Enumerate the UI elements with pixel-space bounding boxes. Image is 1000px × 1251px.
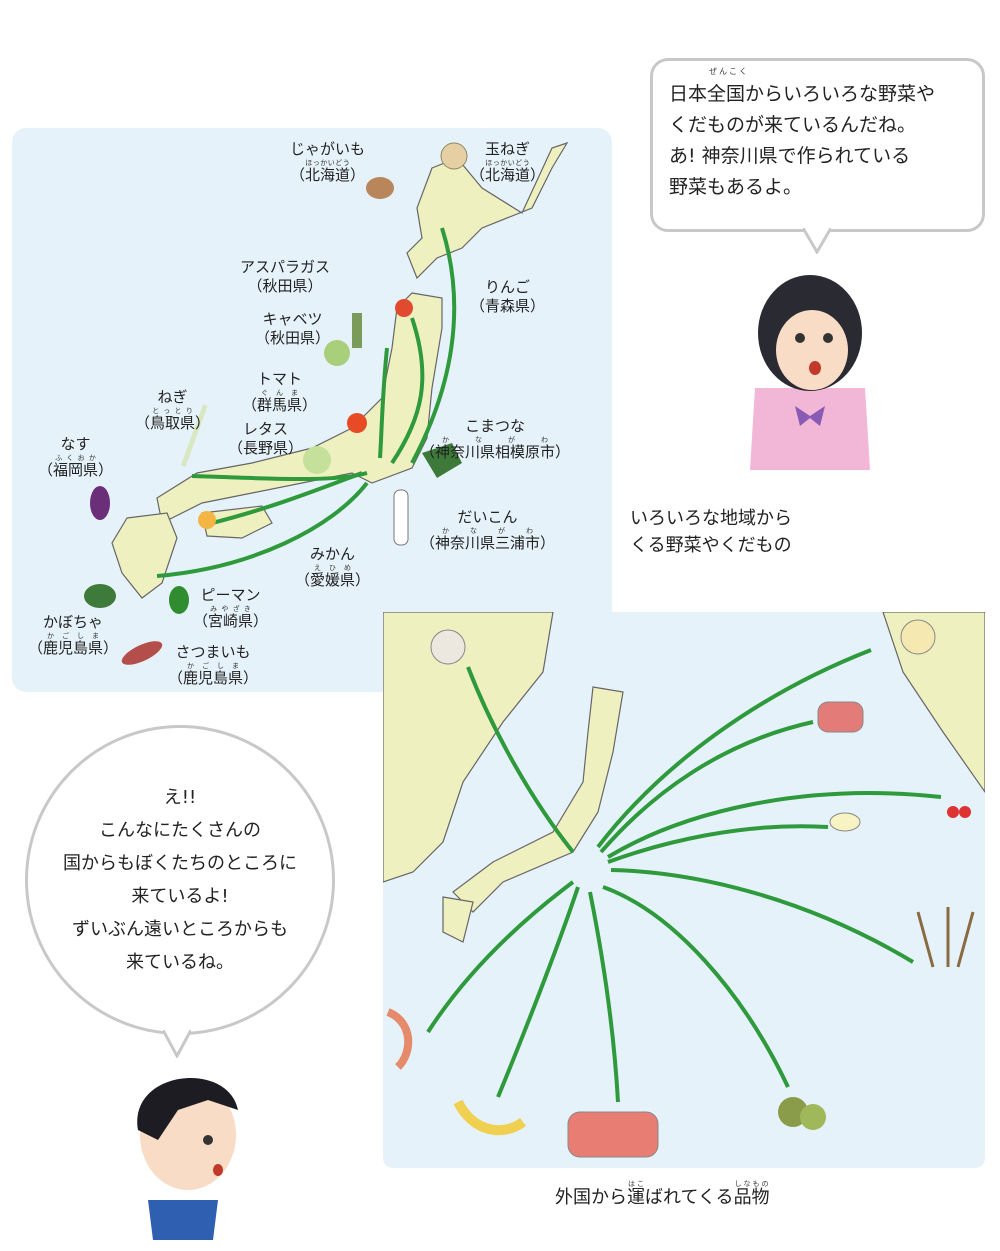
produce-prefecture: （群馬県ぐんま） xyxy=(242,388,318,414)
caption-text: 外国から xyxy=(555,1187,627,1208)
boy-speech-line-4: 来ているよ! xyxy=(131,886,229,907)
produce-name: かぼちゃ xyxy=(43,613,104,631)
boy-speech-line-1: え!! xyxy=(163,787,197,808)
foreign-caption: 外国から運はこばれてくる品物しなもの xyxy=(555,1180,770,1211)
boy-speech-line-5: ずいぶん遠いところからも xyxy=(72,919,288,940)
boy-speech-bubble: え!! こんなにたくさんの 国からもぼくたちのところに 来ているよ! ずいぶん遠… xyxy=(25,725,335,1035)
foreign-import-map xyxy=(383,612,985,1168)
boy-character xyxy=(137,1077,238,1240)
produce-label: ねぎ（鳥取県とっとり） xyxy=(135,388,210,433)
produce-prefecture: （宮崎県みやざき） xyxy=(193,604,269,630)
caption-text: 運 xyxy=(627,1187,645,1208)
produce-prefecture: （神奈川県相模原市かながわ） xyxy=(420,435,571,461)
produce-label: アスパラガス（秋田県） xyxy=(240,258,330,296)
produce-prefecture: （北海道ほっかいどう） xyxy=(290,158,366,184)
produce-name: みかん xyxy=(310,545,356,563)
domestic-caption: いろいろな地域から くる野菜やくだもの xyxy=(630,505,792,559)
caption-ruby: しなもの xyxy=(733,1180,770,1188)
produce-name: こまつな xyxy=(465,417,526,435)
domestic-caption-line-2: くる野菜やくだもの xyxy=(630,535,792,556)
produce-label: じゃがいも（北海道ほっかいどう） xyxy=(290,140,365,185)
produce-label: キャベツ（秋田県） xyxy=(255,310,330,348)
caption-text: ばれてくる xyxy=(645,1187,734,1208)
produce-prefecture: （青森県） xyxy=(470,296,546,315)
girl-speech-line-1: 日本全国からいろいろな野菜や xyxy=(669,83,936,105)
domestic-caption-line-1: いろいろな地域から xyxy=(630,508,792,529)
produce-name: レタス xyxy=(243,420,289,438)
produce-label: トマト（群馬県ぐんま） xyxy=(242,370,317,415)
produce-illustrations xyxy=(84,142,468,665)
girl-speech-line-4: 野菜もあるよ。 xyxy=(669,176,803,198)
girl-bubble-tail xyxy=(803,228,831,254)
girl-character xyxy=(750,275,870,470)
domestic-produce-map xyxy=(12,128,612,692)
produce-name: ねぎ xyxy=(157,388,188,406)
produce-label: なす（福岡県ふくおか） xyxy=(38,435,113,480)
japan-map-graphic xyxy=(84,141,569,665)
caption-text: 品物 xyxy=(733,1187,770,1208)
japan-shape-foreign xyxy=(452,686,624,913)
produce-label: かぼちゃ（鹿児島県かごしま） xyxy=(28,613,118,658)
produce-prefecture: （愛媛県えひめ） xyxy=(295,563,371,589)
produce-label: りんご（青森県） xyxy=(470,278,545,316)
produce-name: じゃがいも xyxy=(290,140,366,158)
import-illustrations xyxy=(386,619,975,1158)
produce-prefecture: （神奈川県三浦市かながわ） xyxy=(420,526,556,552)
boy-bubble-tail xyxy=(163,1030,191,1058)
produce-prefecture: （秋田県） xyxy=(255,328,331,347)
produce-name: ピーマン xyxy=(200,586,261,604)
produce-name: 玉ねぎ xyxy=(485,140,531,158)
produce-prefecture: （秋田県） xyxy=(247,276,323,295)
produce-name: トマト xyxy=(257,370,303,388)
produce-name: だいこん xyxy=(457,508,518,526)
boy-speech-line-3: 国からもぼくたちのところに xyxy=(63,853,297,874)
import-arrows xyxy=(426,648,942,1103)
produce-label: こまつな（神奈川県相模原市かながわ） xyxy=(420,417,570,462)
produce-label: 玉ねぎ（北海道ほっかいどう） xyxy=(470,140,545,185)
produce-prefecture: （北海道ほっかいどう） xyxy=(470,158,546,184)
produce-prefecture: （鳥取県とっとり） xyxy=(135,406,211,432)
honshu-shape xyxy=(156,292,443,524)
boy-speech-line-2: こんなにたくさんの xyxy=(99,820,261,841)
world-map-graphic xyxy=(383,612,985,1158)
girl-speech-line-2: くだものが来ているんだね。 xyxy=(669,114,917,136)
produce-label: レタス（長野県） xyxy=(228,420,303,458)
domestic-arrows xyxy=(156,227,457,578)
produce-name: さつまいも xyxy=(175,643,251,661)
produce-label: ピーマン（宮崎県みやざき） xyxy=(193,586,268,631)
americas-shape xyxy=(882,612,985,794)
produce-label: さつまいも（鹿児島県かごしま） xyxy=(168,643,258,688)
kyushu-shape xyxy=(111,512,178,599)
produce-prefecture: （鹿児島県かごしま） xyxy=(168,661,259,687)
produce-prefecture: （長野県） xyxy=(228,438,304,457)
produce-name: アスパラガス xyxy=(240,258,331,276)
girl-speech-bubble: ぜんこく 日本全国からいろいろな野菜や くだものが来ているんだね。 あ! 神奈川… xyxy=(650,58,985,232)
produce-name: りんご xyxy=(485,278,531,296)
produce-prefecture: （福岡県ふくおか） xyxy=(38,453,114,479)
produce-label: みかん（愛媛県えひめ） xyxy=(295,545,370,590)
boy-speech-line-6: 来ているね。 xyxy=(126,952,234,973)
produce-name: なす xyxy=(60,435,91,453)
girl-speech-line-3: あ! 神奈川県で作られている xyxy=(669,145,911,167)
produce-label: だいこん（神奈川県三浦市かながわ） xyxy=(420,508,555,553)
produce-name: キャベツ xyxy=(262,310,323,328)
caption-ruby: はこ xyxy=(627,1180,645,1188)
produce-prefecture: （鹿児島県かごしま） xyxy=(28,631,119,657)
girl-speech-furigana: ぜんこく xyxy=(709,67,749,76)
shikoku-shape xyxy=(201,505,273,539)
asia-mainland-shape xyxy=(383,612,554,883)
